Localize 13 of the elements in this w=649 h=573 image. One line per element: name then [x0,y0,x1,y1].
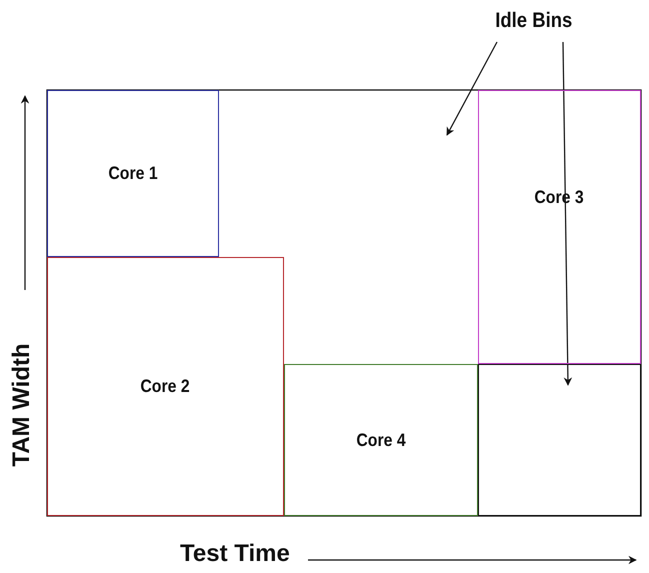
idle-cell [478,364,641,516]
core-block [478,90,641,364]
core-block [284,364,478,516]
core-block [47,257,284,516]
core-label: Core 1 [108,163,158,184]
leader-arrow [562,42,572,386]
leader-arrow [446,42,498,136]
core-label: Core 4 [356,430,406,450]
callout-label: Idle Bins [495,9,573,33]
core-block [47,90,219,257]
core-label: Core 2 [140,376,190,397]
axis-label: Test Time [180,540,290,568]
axis-label: TAM Width [8,343,36,467]
